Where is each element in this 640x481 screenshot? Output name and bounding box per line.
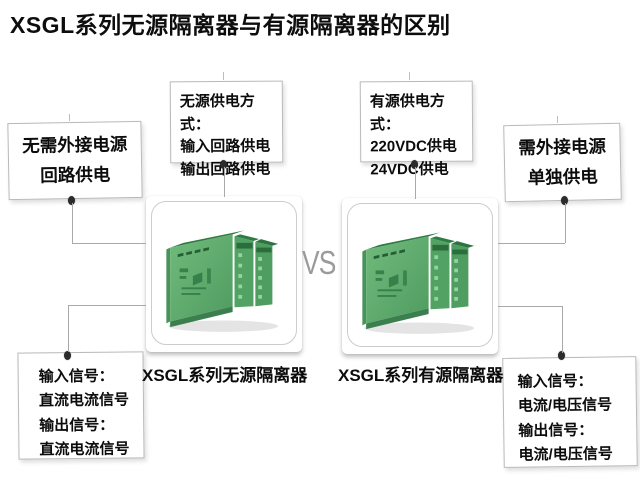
tick-mark (409, 72, 410, 80)
connector-line (498, 243, 565, 244)
note-active-power-mode: 有源供电方式： 220VDC供电 24VDC供电 (359, 80, 474, 178)
connector-line (68, 305, 69, 352)
note-line: 无源供电方式： (179, 92, 255, 133)
note-line: 220VDC供电 (370, 137, 457, 156)
note-line: 需外接电源 (518, 135, 607, 158)
passive-product-caption: XSGL系列无源隔离器 (142, 366, 308, 385)
passive-product-frame (151, 201, 297, 345)
note-line: 输入信号： (517, 372, 593, 391)
connector-dot (561, 196, 568, 205)
tick-mark (223, 72, 224, 80)
connector-line (415, 167, 416, 199)
note-line: 单独供电 (527, 165, 598, 188)
connector-dot (68, 196, 75, 205)
connector-line (224, 167, 225, 197)
connector-dot (411, 160, 418, 169)
connector-line (72, 243, 146, 244)
connector-line (68, 305, 146, 306)
note-line: 回路供电 (40, 163, 111, 186)
note-line: 直流电流信号 (38, 391, 130, 410)
note-active-power-source: 需外接电源 单独供电 (503, 122, 622, 203)
note-line: 电流/电压信号 (518, 445, 613, 464)
connector-line (565, 203, 566, 243)
note-line: 输入信号： (38, 367, 114, 386)
connector-dot (64, 351, 71, 360)
tick-mark (69, 114, 70, 121)
active-product-frame (347, 203, 493, 347)
note-line: 直流电流信号 (39, 440, 130, 459)
connector-line (498, 306, 562, 307)
note-line: 无需外接电源 (22, 133, 128, 156)
connector-dot (220, 160, 227, 169)
note-passive-power-mode: 无源供电方式： 输入回路供电 输出回路供电 (169, 80, 284, 178)
connector-line (72, 203, 73, 243)
isolator-product-image (351, 209, 493, 347)
note-line: 电流/电压信号 (517, 396, 613, 416)
connector-line (562, 306, 563, 353)
vs-label: VS (302, 244, 336, 281)
note-line: 输出回路供电 (180, 160, 271, 178)
connector-dot (558, 351, 565, 360)
note-line: 24VDC供电 (370, 160, 449, 178)
active-product-caption: XSGL系列有源隔离器 (338, 366, 504, 385)
note-line: 输出信号： (518, 421, 594, 440)
isolator-product-image (155, 207, 297, 345)
page-title: XSGL系列无源隔离器与有源隔离器的区别 (10, 12, 451, 38)
passive-product-card (146, 196, 302, 352)
tick-mark (557, 116, 558, 123)
note-line: 输出信号： (39, 416, 115, 435)
note-line: 有源供电方式： (369, 92, 445, 133)
active-product-card (342, 198, 498, 354)
note-passive-signals: 输入信号： 直流电流信号 输出信号： 直流电流信号 (17, 351, 145, 460)
note-active-signals: 输入信号： 电流/电压信号 输出信号： 电流/电压信号 (502, 356, 638, 468)
note-line: 输入回路供电 (180, 137, 271, 156)
note-passive-power-source: 无需外接电源 回路供电 (7, 120, 143, 201)
